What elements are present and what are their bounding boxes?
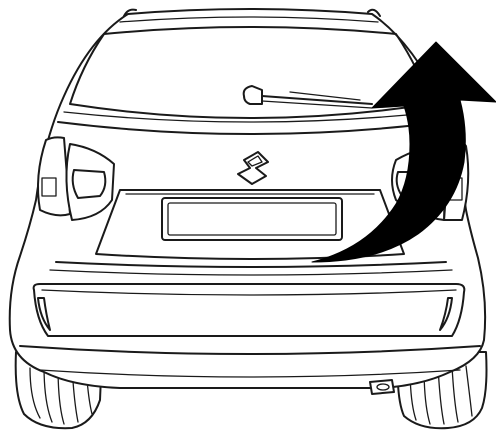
exhaust-pipe <box>370 380 394 394</box>
license-plate <box>162 198 342 240</box>
